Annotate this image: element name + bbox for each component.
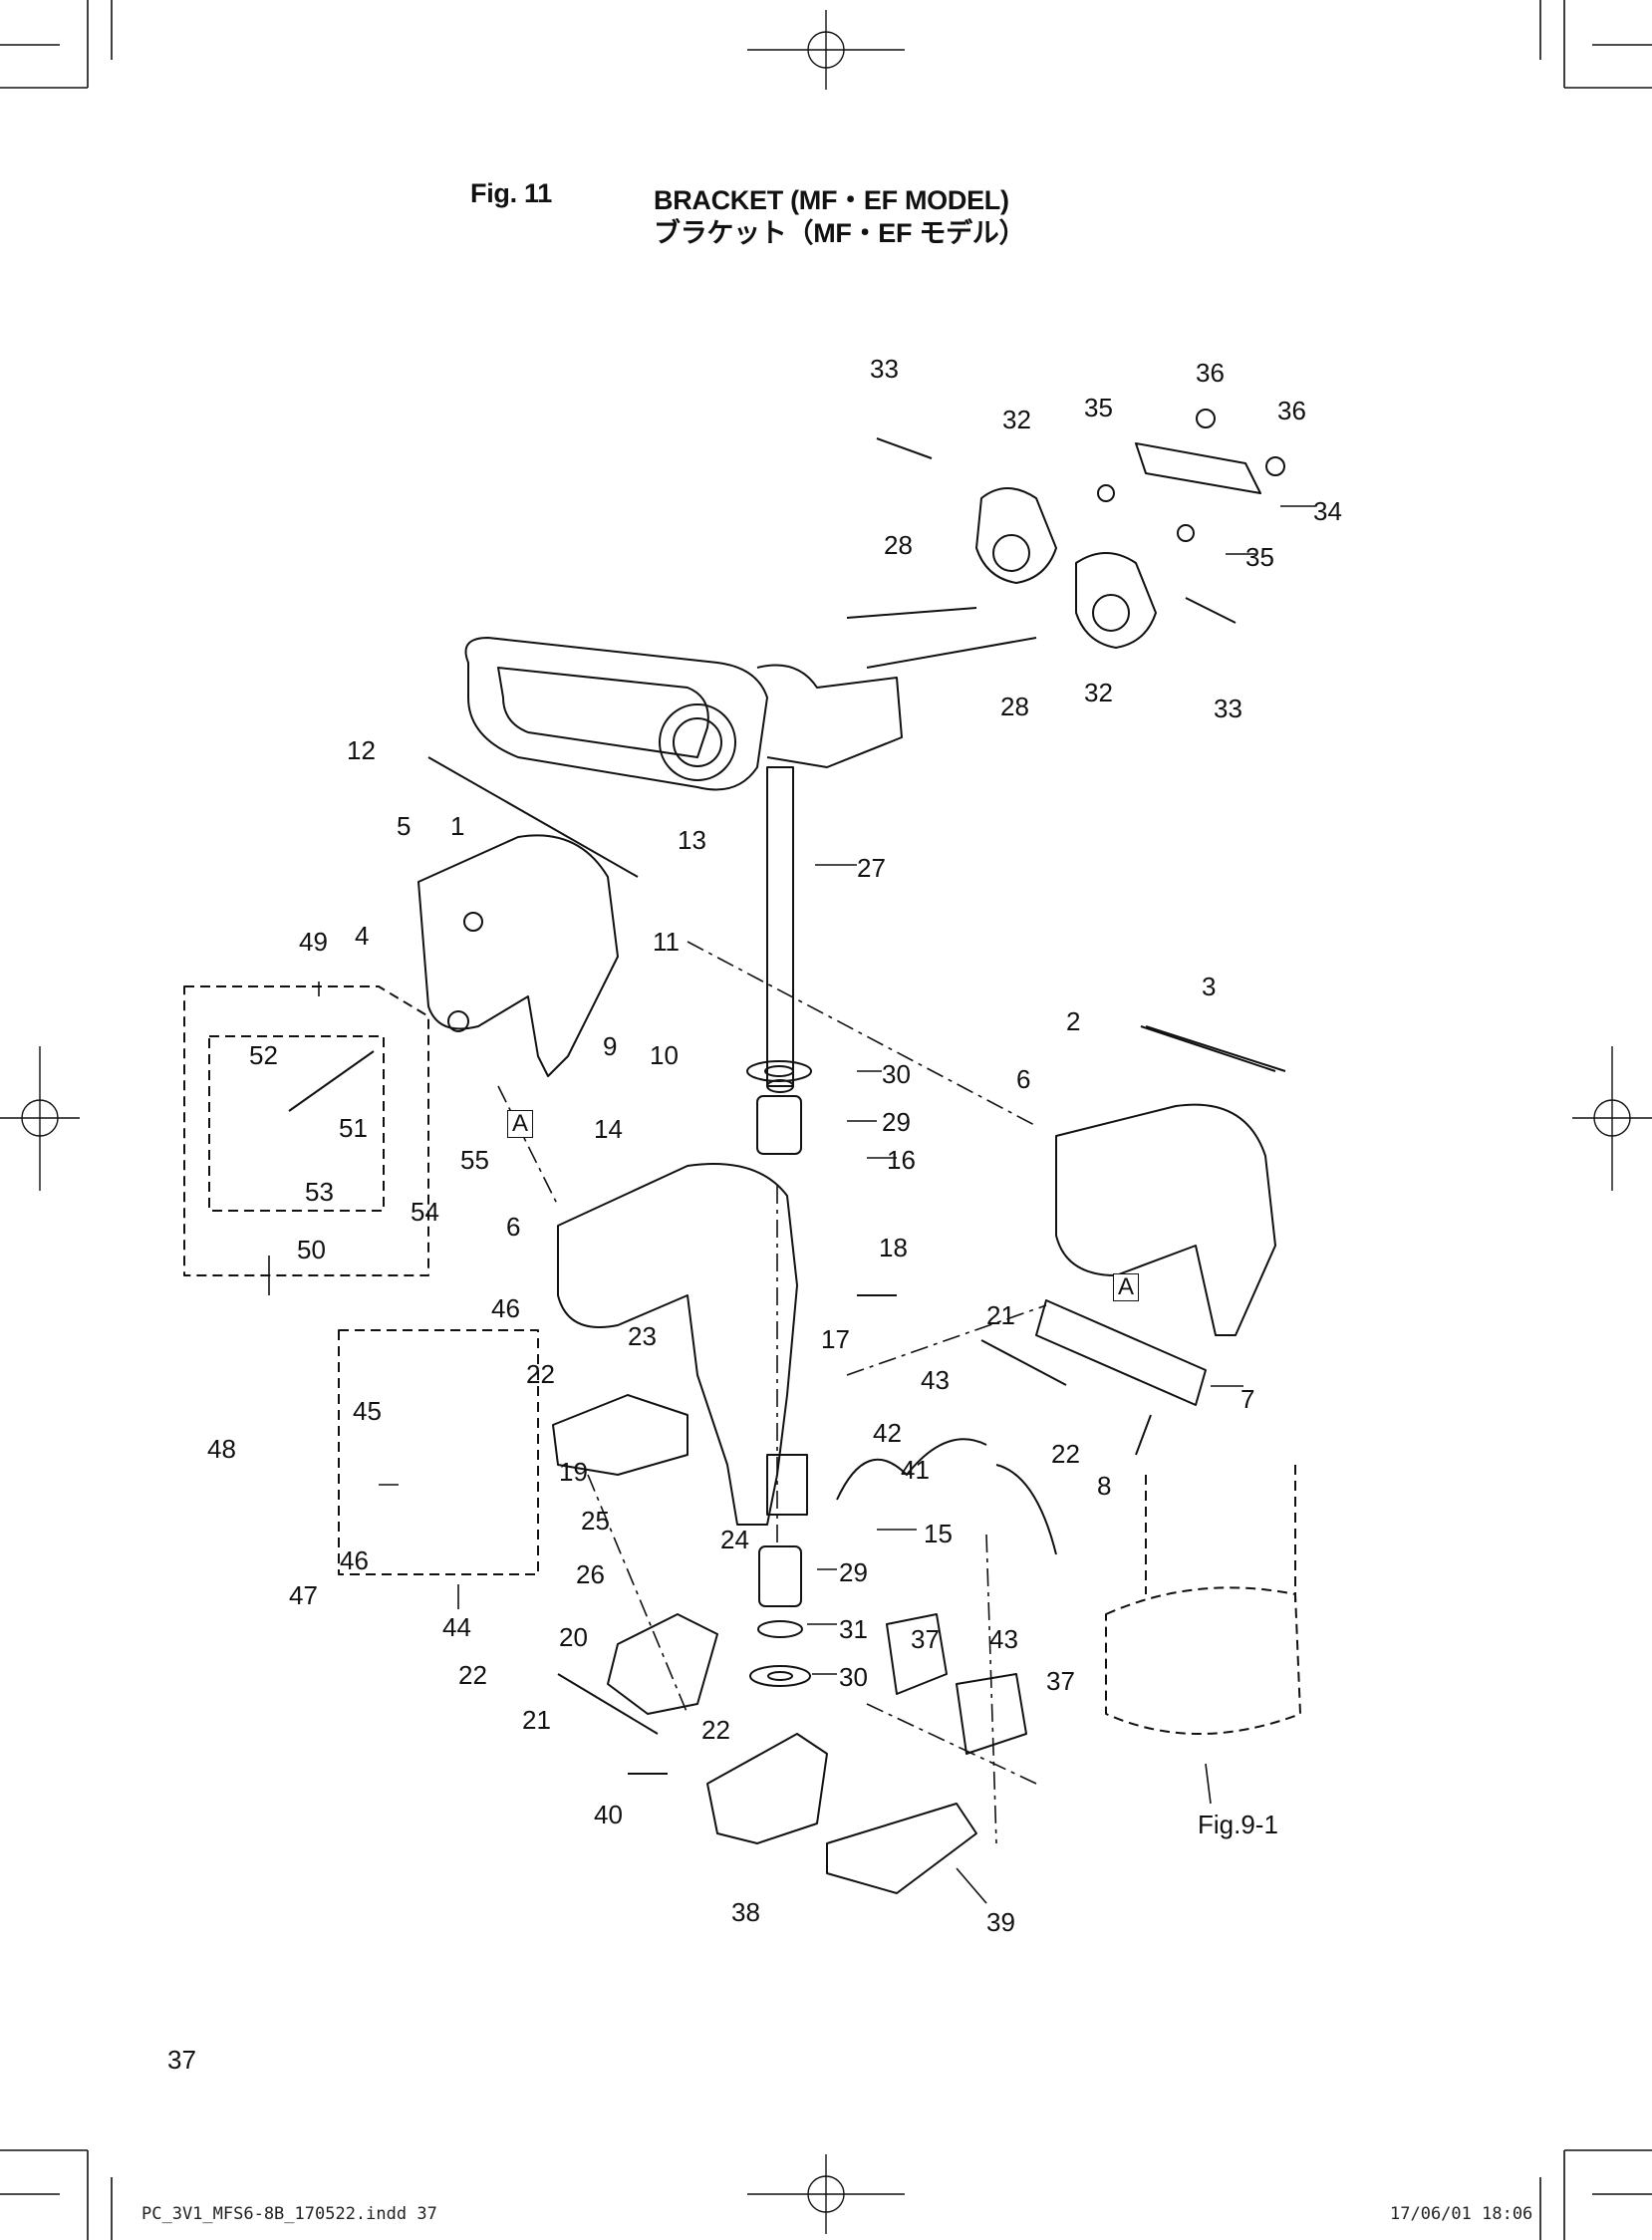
page-number: 37 [167,2045,196,2075]
figure-title-en: BRACKET (MF・EF MODEL) [654,185,1009,215]
part-callout: 32 [1002,405,1031,434]
part-callout: 14 [594,1114,623,1144]
part-callout: 11 [653,927,680,957]
part-callout: 6 [506,1212,521,1242]
part-callout: 39 [986,1907,1015,1937]
part-callout: 22 [1051,1439,1080,1469]
section-marker-a: A [507,1110,534,1138]
part-callout: 24 [720,1525,749,1554]
part-callout: 28 [1000,692,1029,721]
part-callout: 28 [884,530,913,560]
part-callout: 7 [1240,1384,1255,1414]
part-callout: 36 [1277,396,1306,425]
part-callout: 13 [678,825,706,855]
part-callout: 43 [921,1365,950,1395]
figure-label: Fig. 11 [470,178,552,208]
section-marker-a: A [1113,1273,1140,1301]
part-callout: 46 [340,1545,369,1575]
figure-title-jp: ブラケット（MF・EF モデル） [654,218,1026,248]
part-callout: 37 [1046,1666,1075,1696]
part-callout: 16 [887,1145,916,1175]
part-callout: 8 [1097,1471,1112,1501]
part-callout: 10 [650,1040,679,1070]
part-callout: 15 [924,1519,953,1548]
part-callout: 37 [911,1624,940,1654]
part-callout: 12 [347,735,376,765]
part-callout: 35 [1245,542,1274,572]
part-callout: 22 [458,1660,487,1690]
part-callout: 5 [397,811,412,841]
part-callout: 1 [450,811,465,841]
figure-reference: Fig.9-1 [1198,1810,1278,1839]
part-callout: 51 [339,1113,368,1143]
part-callout: 3 [1202,972,1217,1001]
part-callout: 48 [207,1434,236,1464]
part-callout: 9 [603,1031,618,1061]
part-callout: 25 [581,1506,610,1536]
part-callout: 53 [305,1177,334,1207]
part-callout: 43 [989,1624,1018,1654]
part-callout: 47 [289,1580,318,1610]
part-callout: 35 [1084,393,1113,422]
part-callout: 44 [442,1612,471,1642]
part-callout: 27 [857,853,886,883]
part-callout: 54 [411,1197,439,1227]
part-callout: 36 [1196,358,1225,388]
part-callout: 6 [1016,1064,1031,1094]
part-callout: 41 [901,1455,930,1485]
part-callout: 22 [526,1359,555,1389]
part-callout: 32 [1084,678,1113,707]
part-callout: 29 [839,1557,868,1587]
part-callout: 29 [882,1107,911,1137]
print-file-name: PC_3V1_MFS6-8B_170522.indd 37 [141,2204,437,2224]
print-timestamp: 17/06/01 18:06 [1390,2204,1533,2224]
part-callout: 4 [355,921,370,951]
part-callout: 26 [576,1559,605,1589]
part-callout: 33 [1214,694,1242,723]
part-callout: 30 [882,1059,911,1089]
part-callout: 20 [559,1622,588,1652]
part-callout: 23 [628,1321,657,1351]
part-callout: 45 [353,1396,382,1426]
part-callout: 42 [873,1418,902,1448]
part-callout: 2 [1066,1006,1081,1036]
part-callout: 55 [460,1145,489,1175]
registration-targets [0,10,1652,2234]
part-callout: 21 [522,1705,551,1735]
parts-linework [183,409,1315,1904]
part-callout: 17 [821,1324,850,1354]
part-callout: 33 [870,354,899,384]
part-callout: 49 [299,927,328,957]
part-callout: 18 [879,1233,908,1262]
part-callout: 19 [559,1457,588,1487]
part-callout: 21 [986,1300,1015,1330]
part-callout: 40 [594,1800,623,1829]
part-callout: 34 [1313,496,1342,526]
part-callout: 22 [701,1715,730,1745]
part-callout: 50 [297,1235,326,1264]
part-callout: 52 [249,1040,278,1070]
part-callout: 30 [839,1662,868,1692]
part-callout: 46 [491,1293,520,1323]
part-callout: 31 [839,1614,868,1644]
part-callout: 38 [731,1897,760,1927]
